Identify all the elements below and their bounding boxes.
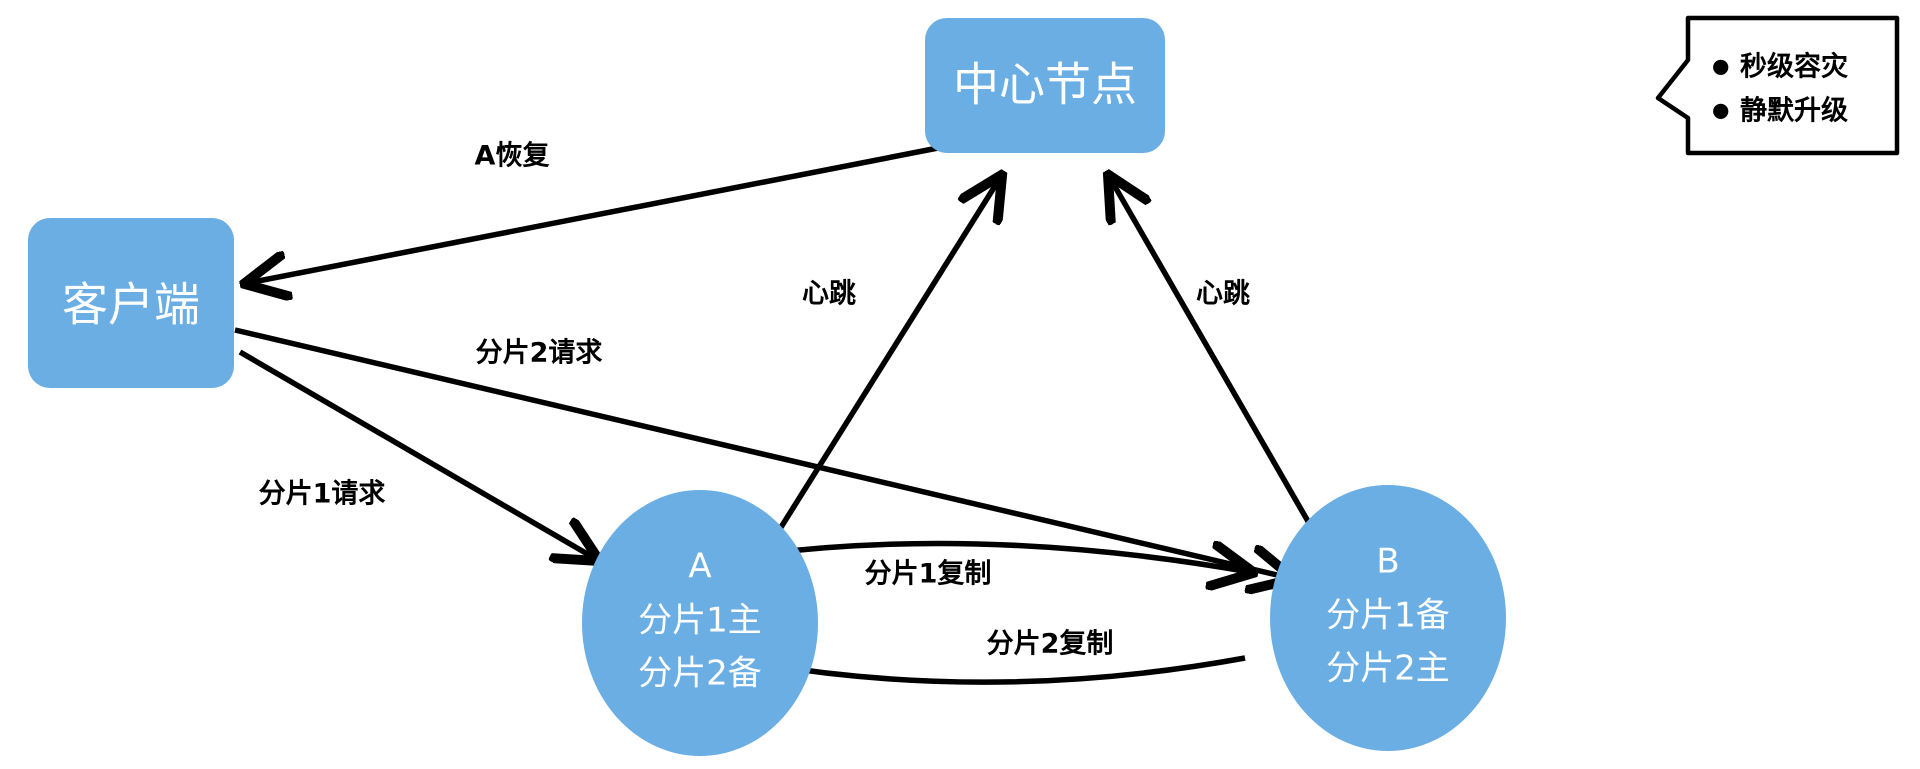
node-b[interactable]: B 分片1备 分片2主 xyxy=(1270,485,1506,751)
edge-label-shard1-replicate: 分片1复制 xyxy=(865,559,992,590)
edge-node-a-to-center: 心跳 xyxy=(770,178,1000,542)
node-center-shape[interactable] xyxy=(925,18,1165,153)
node-b-label-line3: 分片2主 xyxy=(1326,649,1450,689)
edge-client-to-node-b: 分片2请求 xyxy=(234,327,1290,578)
edge-node-b-to-center: 心跳 xyxy=(1110,178,1316,532)
edge-label-shard2-request: 分片2请求 xyxy=(476,338,603,369)
node-client[interactable]: 客户端 xyxy=(28,218,234,388)
node-a-label-line3: 分片2备 xyxy=(638,654,762,694)
callout-bullet-icon-2: ● xyxy=(1712,98,1729,122)
node-center-label: 中心节点 xyxy=(953,58,1137,112)
callout-bullet-icon-1: ● xyxy=(1712,54,1729,78)
node-a-label-title: A xyxy=(688,547,711,587)
node-a-label-line2: 分片1主 xyxy=(638,601,762,641)
node-client-label: 客户端 xyxy=(62,278,200,332)
edge-label-heartbeat-a: 心跳 xyxy=(802,279,856,310)
node-b-label-title: B xyxy=(1376,542,1399,582)
edge-label-a-recover: A恢复 xyxy=(475,141,551,172)
node-a[interactable]: A 分片1主 分片2备 xyxy=(582,490,818,756)
node-center[interactable]: 中心节点 xyxy=(925,18,1165,153)
edge-label-heartbeat-b: 心跳 xyxy=(1196,279,1250,310)
edge-label-shard1-request: 分片1请求 xyxy=(259,479,386,510)
node-b-shape[interactable] xyxy=(1270,485,1506,751)
edge-label-shard2-replicate: 分片2复制 xyxy=(987,629,1114,660)
node-a-shape[interactable] xyxy=(582,490,818,756)
node-b-label-line2: 分片1备 xyxy=(1326,596,1450,636)
callout-item-label-1: 秒级容灾 xyxy=(1740,51,1848,83)
callout-box: ● 秒级容灾 ● 静默升级 xyxy=(1655,15,1900,156)
edge-center-to-client: A恢复 xyxy=(248,141,939,284)
node-client-shape[interactable] xyxy=(28,218,234,388)
edge-client-to-node-a: 分片1请求 xyxy=(238,349,596,559)
callout-item-label-2: 静默升级 xyxy=(1740,95,1848,127)
callout-outline xyxy=(1655,15,1900,156)
